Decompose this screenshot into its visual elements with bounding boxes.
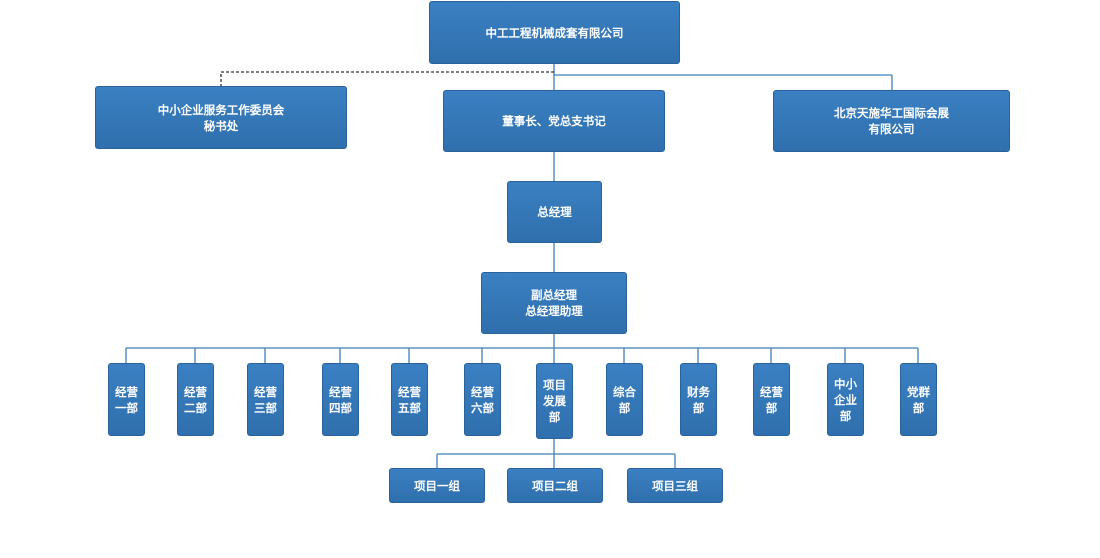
department-box-12: 党群 部 (900, 363, 937, 436)
deputy-label-line-1: 副总经理 (531, 288, 577, 302)
department-8-line-2: 部 (618, 400, 631, 415)
sme-committee-label-line-2: 秘书处 (203, 118, 239, 133)
department-2-line-1: 经营 (184, 384, 207, 399)
department-box-2: 经营 二部 (177, 363, 214, 436)
deputy-box: 副总经理 总经理助理 (481, 272, 627, 334)
department-11-line-3: 部 (839, 408, 852, 423)
department-4-line-1: 经营 (329, 384, 352, 399)
department-7-line-3: 部 (548, 410, 561, 424)
sme-committee-box: 中小企业服务工作委员会 秘书处 (95, 86, 347, 149)
chairman-box: 董事长、党总支书记 (443, 90, 665, 152)
department-box-1: 经营 一部 (108, 363, 145, 436)
connector-left-dashed (220, 71, 554, 86)
department-11-line-2: 企业 (834, 392, 857, 407)
department-box-5: 经营 五部 (391, 363, 428, 436)
department-box-6: 经营 六部 (464, 363, 501, 436)
department-box-10: 经营 部 (753, 363, 790, 436)
department-box-3: 经营 三部 (247, 363, 284, 436)
department-4-line-2: 四部 (329, 400, 352, 415)
department-box-7: 项目 发展 部 (536, 363, 573, 439)
chairman-label: 董事长、党总支书记 (502, 114, 606, 128)
project-group-box-3: 项目三组 (627, 468, 723, 503)
department-6-line-1: 经营 (471, 384, 494, 399)
department-9-line-1: 财务 (687, 384, 710, 399)
department-box-8: 综合 部 (606, 363, 643, 436)
project-group-box-2: 项目二组 (507, 468, 603, 503)
department-10-line-2: 部 (765, 400, 778, 415)
department-3-line-1: 经营 (254, 384, 277, 399)
department-5-line-1: 经营 (398, 384, 421, 399)
department-1-line-1: 经营 (115, 384, 138, 399)
general-manager-box: 总经理 (507, 181, 602, 243)
department-10-line-1: 经营 (760, 384, 783, 399)
department-12-line-2: 部 (912, 400, 925, 415)
department-1-line-2: 一部 (115, 400, 138, 415)
department-5-line-2: 五部 (398, 400, 421, 415)
general-manager-label: 总经理 (537, 205, 572, 219)
department-2-line-2: 二部 (184, 400, 207, 415)
company-label: 中工工程机械成套有限公司 (485, 25, 624, 40)
department-3-line-2: 三部 (254, 400, 277, 415)
department-box-11: 中小 企业 部 (827, 363, 864, 436)
exhibition-company-label-line-2: 有限公司 (868, 122, 915, 136)
department-8-line-1: 综合 (613, 384, 636, 399)
project-group-1-label: 项目一组 (414, 478, 460, 493)
project-group-box-1: 项目一组 (389, 468, 485, 503)
department-6-line-2: 六部 (471, 400, 494, 415)
exhibition-company-box: 北京天施华工国际会展 有限公司 (773, 90, 1010, 152)
department-11-line-1: 中小 (834, 376, 857, 391)
project-group-3-label: 项目三组 (652, 478, 698, 493)
company-box: 中工工程机械成套有限公司 (429, 1, 680, 64)
department-box-9: 财务 部 (680, 363, 717, 436)
department-9-line-2: 部 (692, 400, 705, 415)
department-7-line-2: 发展 (543, 394, 566, 408)
department-12-line-1: 党群 (907, 384, 930, 399)
deputy-label-line-2: 总经理助理 (525, 304, 583, 318)
department-7-line-1: 项目 (543, 378, 566, 392)
department-box-4: 经营 四部 (322, 363, 359, 436)
sme-committee-label-line-1: 中小企业服务工作委员会 (157, 102, 285, 117)
exhibition-company-label-line-1: 北京天施华工国际会展 (834, 106, 949, 120)
project-group-2-label: 项目二组 (532, 478, 578, 493)
